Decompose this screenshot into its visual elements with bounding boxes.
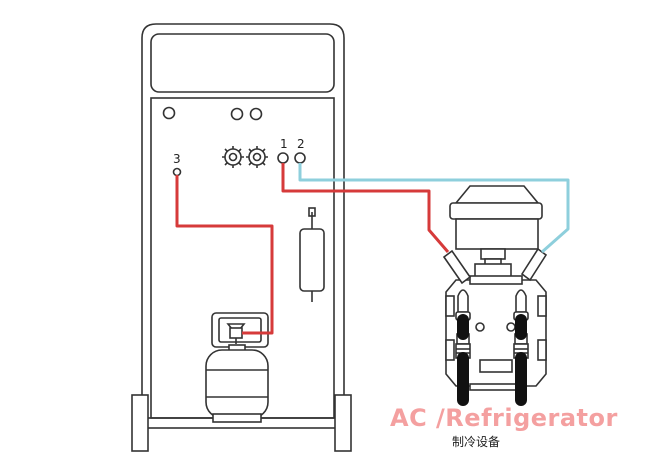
equipment-caption-cn: 制冷设备 xyxy=(452,435,501,449)
black-hoses xyxy=(457,314,527,406)
indicator-knob xyxy=(230,107,244,121)
filter-drier xyxy=(299,207,325,302)
cylinder-body xyxy=(205,349,269,419)
machine-outer-frame xyxy=(141,23,345,425)
indicator-knob xyxy=(249,107,263,121)
recovery-cylinder xyxy=(205,312,269,423)
right-hose-fitting xyxy=(520,247,548,282)
port-2-label: 2 xyxy=(297,137,305,151)
port-3-socket xyxy=(172,167,182,177)
left-hose-fitting xyxy=(442,249,472,285)
red-hose-port1 xyxy=(281,163,450,253)
indicator-knob xyxy=(162,106,176,120)
red-hose-port3 xyxy=(175,175,274,335)
port-3-label: 3 xyxy=(173,152,181,166)
port-1-socket xyxy=(277,152,289,164)
blue-hose-port2 xyxy=(298,163,570,254)
machine-top-panel xyxy=(150,33,335,93)
port-1-label: 1 xyxy=(280,137,288,151)
port-2-socket xyxy=(294,152,306,164)
valve-gear-icon xyxy=(246,146,268,168)
unit-housing xyxy=(455,218,539,250)
right-wheel xyxy=(334,394,352,452)
valve-gear-icon xyxy=(222,146,244,168)
unit-top-dome xyxy=(454,185,540,204)
left-wheel xyxy=(131,394,149,452)
equipment-caption: AC /Refrigerator xyxy=(390,404,618,432)
